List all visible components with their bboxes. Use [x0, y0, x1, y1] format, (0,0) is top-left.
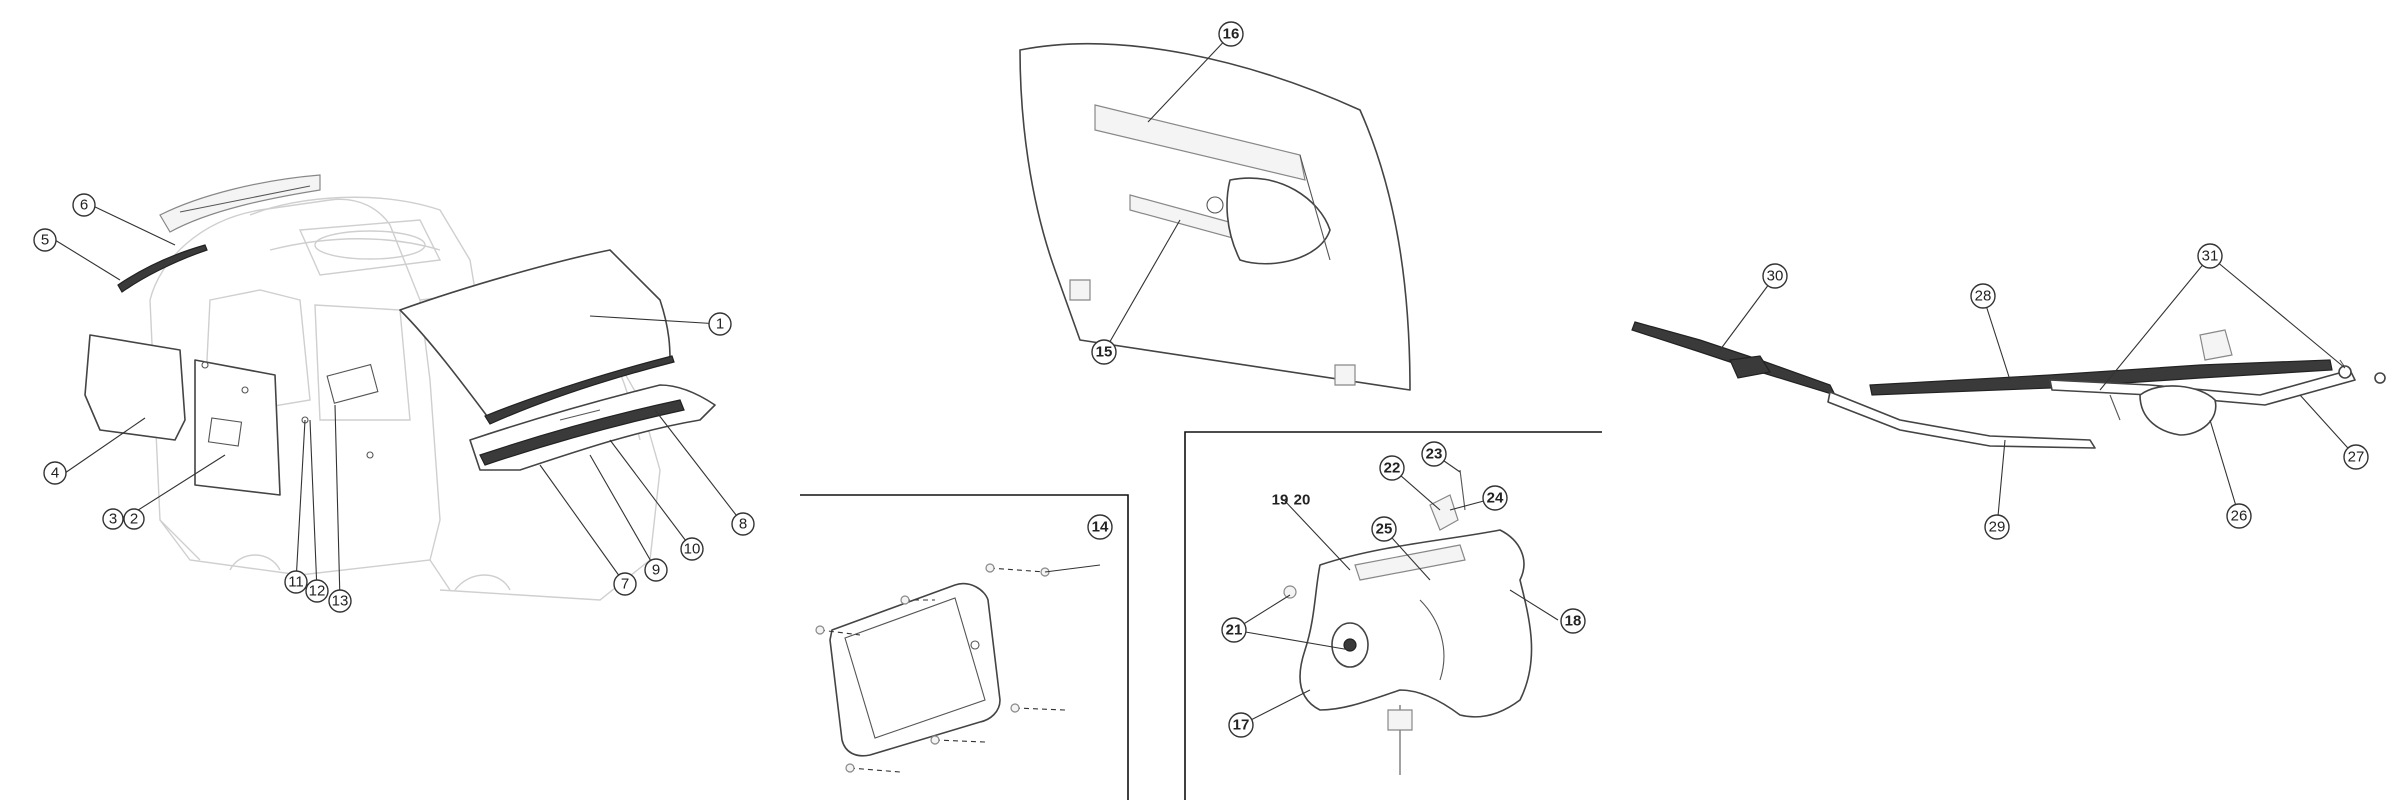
callout-15: 15 — [1091, 339, 1117, 365]
callout-10: 10 — [680, 537, 704, 561]
svg-text:18: 18 — [1565, 613, 1582, 630]
callout-18: 18 — [1560, 608, 1586, 634]
window-regulator-module — [1283, 469, 1533, 775]
svg-text:10: 10 — [684, 541, 701, 558]
svg-text:15: 15 — [1096, 344, 1113, 361]
svg-text:5: 5 — [41, 232, 49, 249]
svg-text:11: 11 — [288, 574, 304, 591]
svg-text:30: 30 — [1767, 268, 1784, 285]
callout-2: 2 — [123, 508, 145, 530]
svg-text:16: 16 — [1223, 26, 1240, 43]
box-frame-right — [1184, 431, 1602, 800]
callout-16: 16 — [1218, 21, 1244, 47]
svg-text:31: 31 — [2202, 248, 2219, 265]
windshield — [399, 249, 675, 425]
callout-21: 21 — [1221, 617, 1247, 643]
svg-text:17: 17 — [1233, 717, 1250, 734]
svg-text:1: 1 — [716, 316, 724, 333]
callout-27: 27 — [2343, 444, 2369, 470]
svg-text:26: 26 — [2231, 508, 2248, 525]
svg-text:12: 12 — [309, 583, 326, 600]
callout-19: 19 — [1272, 492, 1289, 509]
svg-text:9: 9 — [652, 562, 660, 579]
callout-13: 13 — [328, 589, 352, 613]
svg-text:29: 29 — [1989, 519, 2006, 536]
fixed-glass-panel — [829, 582, 1001, 757]
svg-text:3: 3 — [109, 511, 117, 528]
callout-20: 20 — [1294, 492, 1311, 509]
callout-9: 9 — [644, 558, 668, 582]
callout-8: 8 — [731, 512, 755, 536]
callout-24: 24 — [1482, 485, 1508, 511]
svg-text:21: 21 — [1226, 622, 1243, 639]
svg-text:22: 22 — [1384, 460, 1401, 477]
svg-text:13: 13 — [332, 593, 349, 610]
callout-23: 23 — [1421, 441, 1447, 467]
svg-text:23: 23 — [1426, 446, 1443, 463]
svg-text:4: 4 — [51, 465, 59, 482]
roof-spoiler — [159, 174, 321, 233]
callout-22: 22 — [1379, 455, 1405, 481]
svg-text:6: 6 — [80, 197, 88, 214]
callout-6: 6 — [72, 193, 96, 217]
door-glass-assembly — [1019, 42, 1411, 391]
wiper-assembly — [1631, 321, 2386, 449]
leader-lines — [54, 33, 2357, 726]
svg-text:20: 20 — [1294, 492, 1311, 509]
callout-25: 25 — [1371, 516, 1397, 542]
rear-door-glass — [194, 359, 281, 496]
callout-4: 4 — [43, 461, 67, 485]
svg-text:7: 7 — [621, 576, 629, 593]
svg-text:27: 27 — [2348, 449, 2365, 466]
callout-26: 26 — [2226, 503, 2252, 529]
callout-14: 14 — [1087, 514, 1113, 540]
rear-strip — [117, 244, 208, 293]
svg-text:19: 19 — [1272, 492, 1289, 509]
rear-side-glass — [84, 334, 186, 441]
door-clips — [201, 361, 379, 459]
svg-text:25: 25 — [1376, 521, 1393, 538]
callout-17: 17 — [1228, 712, 1254, 738]
svg-text:8: 8 — [739, 516, 747, 533]
callout-7: 7 — [613, 572, 637, 596]
callout-11: 11 — [284, 570, 308, 594]
callout-5: 5 — [33, 228, 57, 252]
svg-text:28: 28 — [1975, 288, 1992, 305]
svg-text:14: 14 — [1092, 519, 1109, 536]
callout-28: 28 — [1970, 283, 1996, 309]
callout-29: 29 — [1984, 514, 2010, 540]
mounting-bolts — [815, 563, 1066, 773]
callout-31: 31 — [2197, 243, 2223, 269]
callout-1: 1 — [708, 312, 732, 336]
svg-text:2: 2 — [130, 511, 138, 528]
callout-30: 30 — [1762, 263, 1788, 289]
callouts: 1 2 3 4 5 6 7 8 9 10 11 12 13 14 15 16 1… — [33, 21, 2369, 738]
box-frame-left — [800, 494, 1129, 800]
callout-3: 3 — [102, 508, 124, 530]
svg-text:24: 24 — [1487, 490, 1504, 507]
callout-12: 12 — [305, 579, 329, 603]
cowl-panel — [469, 384, 716, 471]
